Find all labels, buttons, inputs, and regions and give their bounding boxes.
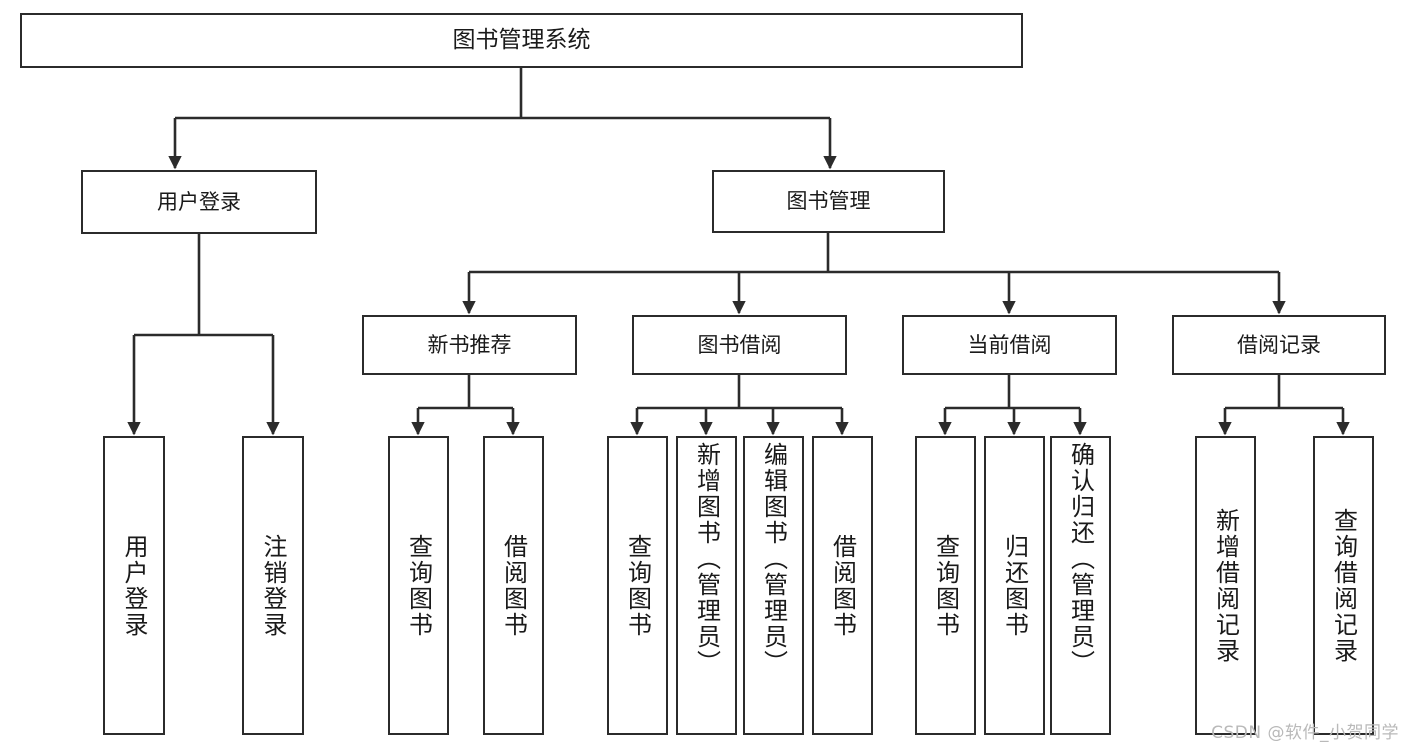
- node-label: 图书管理: [786, 189, 871, 214]
- leaf-user-login-login[interactable]: 用户登录: [103, 436, 165, 735]
- node-label: 查询图书: [931, 533, 960, 638]
- node-book-management[interactable]: 图书管理: [712, 170, 945, 233]
- node-label: 新增图书（管理员）: [692, 442, 721, 676]
- leaf-book-borrow-edit[interactable]: 编辑图书（管理员）: [743, 436, 804, 735]
- node-label: 查询图书: [623, 533, 652, 638]
- watermark-text: CSDN @软件_小贺同学: [1211, 723, 1399, 743]
- node-label: 注销登录: [259, 533, 287, 638]
- node-label: 图书管理系统: [452, 26, 591, 53]
- node-book-borrow[interactable]: 图书借阅: [632, 315, 847, 375]
- node-label: 借阅记录: [1237, 332, 1321, 357]
- node-label: 用户登录: [157, 189, 241, 214]
- node-borrow-record[interactable]: 借阅记录: [1172, 315, 1386, 375]
- node-root-system[interactable]: 图书管理系统: [20, 13, 1023, 68]
- leaf-book-borrow-borrow[interactable]: 借阅图书: [812, 436, 873, 735]
- leaf-borrow-record-query[interactable]: 查询借阅记录: [1313, 436, 1374, 735]
- node-label: 借阅图书: [499, 533, 528, 638]
- leaf-current-borrow-query[interactable]: 查询图书: [915, 436, 976, 735]
- node-label: 归还图书: [1000, 533, 1029, 638]
- node-label: 编辑图书（管理员）: [759, 442, 788, 676]
- node-label: 确认归还（管理员）: [1066, 442, 1095, 676]
- leaf-user-login-logout[interactable]: 注销登录: [242, 436, 304, 735]
- leaf-current-borrow-return[interactable]: 归还图书: [984, 436, 1045, 735]
- node-label: 图书借阅: [697, 332, 782, 357]
- node-label: 查询借阅记录: [1329, 507, 1358, 664]
- leaf-new-book-borrow[interactable]: 借阅图书: [483, 436, 544, 735]
- leaf-book-borrow-query[interactable]: 查询图书: [607, 436, 668, 735]
- node-label: 查询图书: [404, 533, 433, 638]
- node-label: 用户登录: [120, 533, 148, 638]
- node-user-login[interactable]: 用户登录: [81, 170, 317, 234]
- node-new-book-recommend[interactable]: 新书推荐: [362, 315, 577, 375]
- node-label: 新增借阅记录: [1211, 507, 1240, 664]
- leaf-current-borrow-confirm-return[interactable]: 确认归还（管理员）: [1050, 436, 1111, 735]
- node-label: 当前借阅: [967, 332, 1052, 357]
- leaf-new-book-query[interactable]: 查询图书: [388, 436, 449, 735]
- node-current-borrow[interactable]: 当前借阅: [902, 315, 1117, 375]
- node-label: 借阅图书: [828, 533, 857, 638]
- node-label: 新书推荐: [427, 332, 512, 357]
- leaf-book-borrow-add[interactable]: 新增图书（管理员）: [676, 436, 737, 735]
- leaf-borrow-record-add[interactable]: 新增借阅记录: [1195, 436, 1256, 735]
